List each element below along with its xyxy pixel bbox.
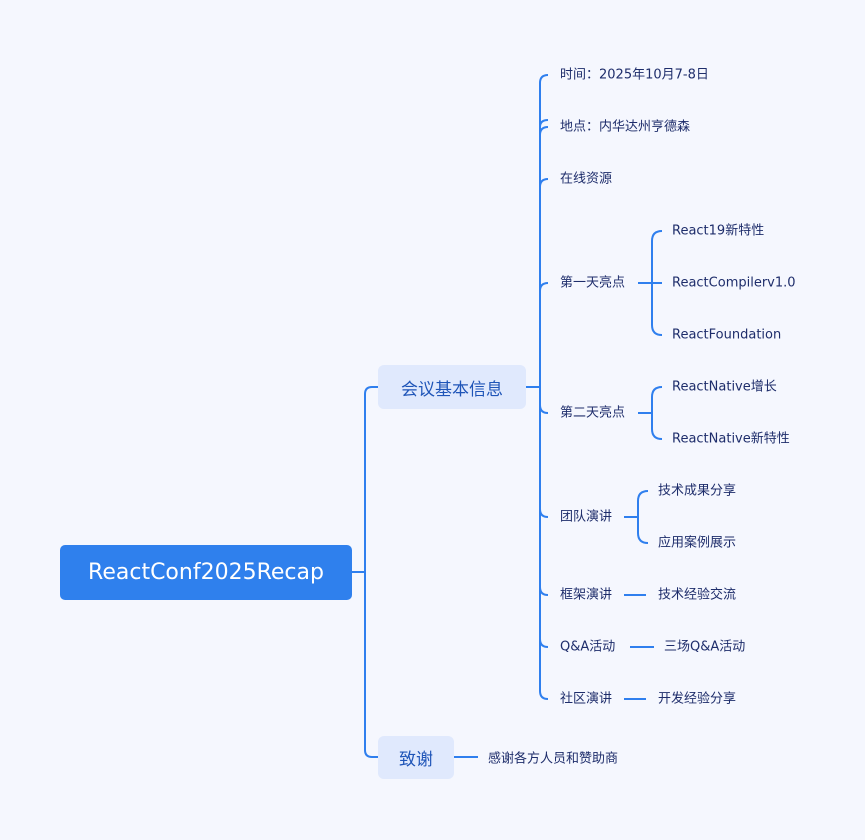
node-rn-growth[interactable]: ReactNative增长 xyxy=(672,379,777,395)
node-online-resources[interactable]: 在线资源 xyxy=(560,171,613,187)
node-three-qa[interactable]: 三场Q&A活动 xyxy=(664,639,746,655)
node-dev-experience[interactable]: 开发经验分享 xyxy=(658,691,737,707)
node-time[interactable]: 时间：2025年10月7-8日 xyxy=(560,67,709,83)
root-label: ReactConf2025Recap xyxy=(88,560,324,585)
node-day2[interactable]: 第二天亮点 xyxy=(560,405,626,421)
branch-label: 致谢 xyxy=(399,750,433,770)
branch-thanks[interactable]: 致谢 xyxy=(378,736,454,779)
node-location[interactable]: 地点：内华达州亨德森 xyxy=(560,119,691,135)
branch-label: 会议基本信息 xyxy=(401,379,503,400)
node-rn-features[interactable]: ReactNative新特性 xyxy=(672,431,790,447)
node-react19[interactable]: React19新特性 xyxy=(672,223,765,239)
node-framework-talks[interactable]: 框架演讲 xyxy=(560,587,613,603)
node-tech-results[interactable]: 技术成果分享 xyxy=(658,483,737,499)
node-qa[interactable]: Q&A活动 xyxy=(560,639,616,655)
node-case-showcase[interactable]: 应用案例展示 xyxy=(658,535,737,551)
node-team-talks[interactable]: 团队演讲 xyxy=(560,509,613,525)
node-react-compiler[interactable]: ReactCompilerv1.0 xyxy=(672,275,796,291)
node-community-talks[interactable]: 社区演讲 xyxy=(560,691,613,707)
node-tech-exchange[interactable]: 技术经验交流 xyxy=(658,587,737,603)
node-day1[interactable]: 第一天亮点 xyxy=(560,275,626,291)
node-react-foundation[interactable]: ReactFoundation xyxy=(672,327,782,343)
node-thanks-all[interactable]: 感谢各方人员和赞助商 xyxy=(488,751,619,767)
root-node[interactable]: ReactConf2025Recap xyxy=(60,545,352,600)
branch-meeting-info[interactable]: 会议基本信息 xyxy=(378,365,526,409)
